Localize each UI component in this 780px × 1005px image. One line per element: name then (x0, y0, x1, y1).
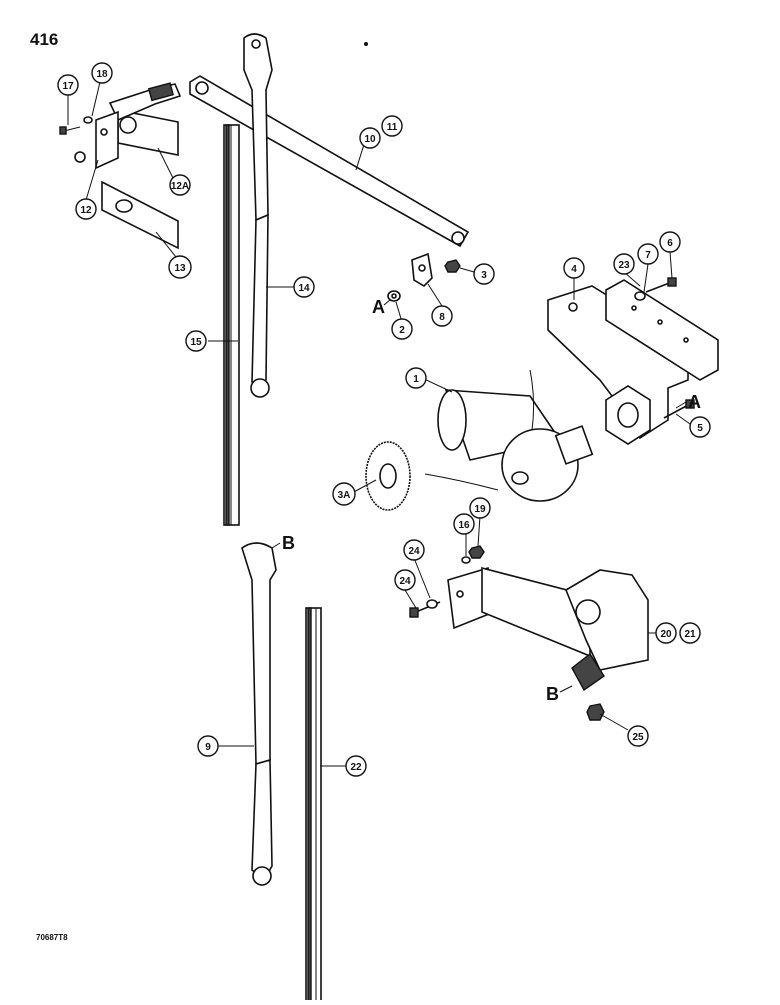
callout-8: 8 (431, 305, 453, 327)
callout-label: 12 (80, 205, 92, 216)
callout-10: 11 (381, 115, 403, 137)
callout-24-motor: 21 (679, 622, 701, 644)
callout-label: 11 (387, 122, 398, 133)
callout-4: 4 (563, 257, 585, 279)
washer-22 (83, 116, 93, 124)
callout-label: 1 (413, 374, 419, 385)
wiper-arm-19 (241, 542, 277, 886)
view-marker-b-upper: B (282, 533, 295, 553)
callout-3A: 3A (332, 482, 356, 506)
callout-2: 2 (391, 318, 413, 340)
reference-code: 70687T8 (36, 933, 68, 942)
washer-7 (634, 291, 646, 301)
callout-label: 15 (190, 337, 202, 348)
callout-label: 10 (364, 134, 376, 145)
screw-6 (645, 277, 677, 293)
wiper-arm-13 (243, 33, 273, 398)
callout-label: 6 (667, 238, 673, 249)
nut-25 (586, 703, 605, 721)
washer-17 (461, 556, 471, 564)
callout-17: 16 (453, 513, 475, 535)
callout-11: 12 (75, 198, 97, 220)
callout-label: 19 (474, 504, 486, 515)
callout-label: 21 (684, 629, 696, 640)
callout-label: 23 (618, 260, 630, 271)
nut-3 (444, 259, 461, 273)
spacer-plate-12A (101, 180, 179, 250)
callout-7: 7 (637, 243, 659, 265)
callout-3: 3 (473, 263, 495, 285)
callout-25: 25 (627, 725, 649, 747)
page-number: 416 (30, 30, 59, 49)
callout-label: 24 (399, 576, 411, 587)
callout-16: 24 (394, 569, 416, 591)
wiper-blade-20 (305, 607, 322, 1005)
callout-18: 19 (469, 497, 491, 519)
callout-label: 2 (399, 325, 405, 336)
callout-label: 4 (571, 264, 577, 275)
pivot-arm-plate-11 (74, 110, 119, 170)
callout-15: 20 (655, 622, 677, 644)
callout-label: 22 (350, 762, 362, 773)
scan-mark (364, 42, 368, 46)
view-marker-a-right: A (688, 392, 701, 412)
callout-6: 6 (659, 231, 681, 253)
callout-label: 14 (298, 283, 310, 294)
screw-5 (663, 399, 695, 419)
callout-24: 24 (403, 539, 425, 561)
callout-label: 12A (171, 181, 189, 192)
callout-22: 18 (91, 62, 113, 84)
callout-20: 22 (345, 755, 367, 777)
view-marker-b-lower: B (546, 684, 559, 704)
callout-label: 3 (481, 270, 487, 281)
callout-23: 23 (613, 253, 635, 275)
callout-label: 17 (62, 81, 74, 92)
wiper-motor-1 (424, 369, 594, 502)
callout-label: 8 (439, 312, 445, 323)
callout-label: 18 (96, 69, 108, 80)
callout-label: 25 (632, 732, 644, 743)
callout-label: 9 (205, 742, 211, 753)
callout-label: 13 (174, 263, 186, 274)
callout-label: 3A (338, 490, 351, 501)
callout-label: 20 (660, 629, 672, 640)
callout-label: 16 (458, 520, 470, 531)
wiper-blade-14 (223, 124, 240, 526)
pivot-shaft (108, 82, 182, 122)
callout-21: 17 (57, 74, 79, 96)
callout-12: 12A (169, 174, 191, 196)
screw-21 (59, 126, 81, 135)
washer-24-lower (426, 599, 438, 609)
callout-5: 5 (689, 416, 711, 438)
view-marker-a-left: A (372, 297, 385, 317)
gear-3A (365, 441, 411, 511)
callout-19: 9 (197, 735, 219, 757)
wiper-motor-15 (481, 566, 649, 692)
callout-14: 15 (185, 330, 207, 352)
callout-12A: 13 (168, 255, 192, 279)
callout-label: 24 (408, 546, 420, 557)
callout-label: 7 (645, 250, 651, 261)
callout-13: 14 (293, 276, 315, 298)
motor-plate-gasket (605, 385, 651, 445)
callout-label: 5 (697, 423, 703, 434)
mounting-pad-23 (605, 279, 719, 381)
nut-18 (468, 545, 485, 559)
washer-2 (387, 290, 401, 302)
crank-8 (411, 252, 433, 288)
callout-1: 1 (405, 367, 427, 389)
callout-9: 10 (359, 127, 381, 149)
